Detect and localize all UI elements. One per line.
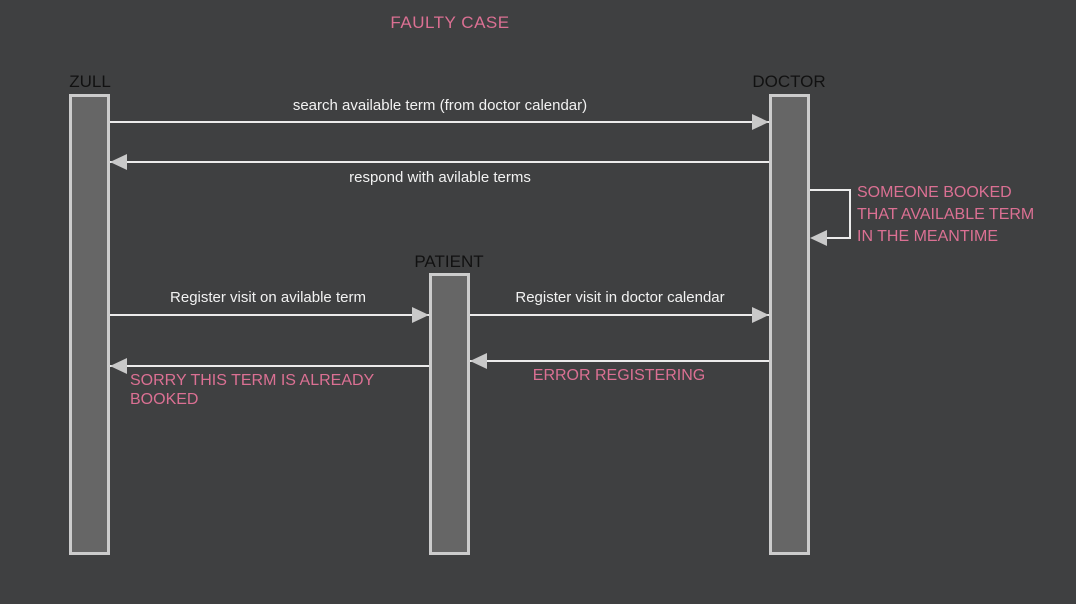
- actor-label-patient: PATIENT: [414, 252, 484, 271]
- actor-label-doctor: DOCTOR: [752, 72, 826, 91]
- arrowhead-left-icon: [810, 230, 827, 246]
- actor-label-zull: ZULL: [69, 72, 111, 91]
- activation-bar-zull: [69, 94, 110, 555]
- arrow-line-respond: [110, 161, 769, 163]
- message-label-register-calendar: Register visit in doctor calendar: [515, 289, 725, 306]
- message-label-respond: respond with avilable terms: [349, 169, 531, 186]
- arrowhead-left-icon: [110, 154, 127, 170]
- self-loop-top-line: [810, 189, 851, 191]
- arrow-line-search: [110, 121, 769, 123]
- arrowhead-right-icon: [752, 114, 769, 130]
- message-label-error: ERROR REGISTERING: [532, 367, 706, 384]
- arrow-line-error: [470, 360, 769, 362]
- arrowhead-left-icon: [110, 358, 127, 374]
- diagram-title: FAULTY CASE: [390, 13, 510, 32]
- self-loop-bottom-line: [827, 237, 851, 239]
- activation-bar-patient: [429, 273, 470, 555]
- arrowhead-left-icon: [470, 353, 487, 369]
- note-someone-booked: SOMEONE BOOKED THAT AVAILABLE TERM IN TH…: [857, 184, 1035, 245]
- arrow-line-register-calendar: [470, 314, 769, 316]
- activation-bar-doctor: [769, 94, 810, 555]
- arrowhead-right-icon: [412, 307, 429, 323]
- message-label-register-visit: Register visit on avilable term: [170, 289, 366, 306]
- arrow-line-sorry: [110, 365, 429, 367]
- arrow-line-register-visit: [110, 314, 429, 316]
- self-loop-vertical-line: [849, 189, 851, 239]
- message-label-sorry: SORRY THIS TERM IS ALREADY BOOKED: [130, 372, 375, 408]
- message-label-search: search available term (from doctor calen…: [292, 97, 588, 114]
- arrowhead-right-icon: [752, 307, 769, 323]
